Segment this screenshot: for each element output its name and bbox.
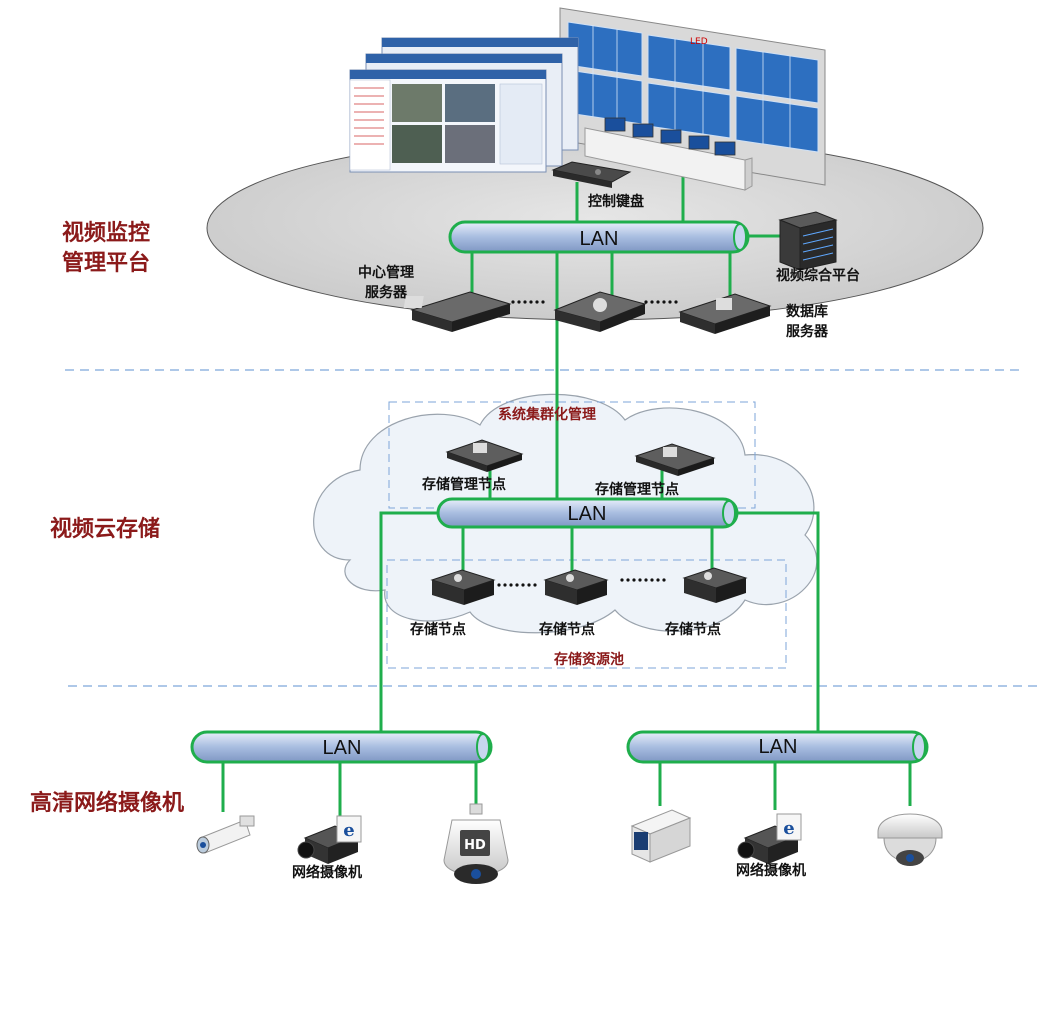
center-management-server	[403, 291, 512, 332]
database-server-label: 数据库 服务器	[786, 304, 828, 340]
lan-bus-management: LAN	[448, 220, 750, 254]
storage-node-3	[682, 567, 748, 603]
video-platform-label: 视频综合平台	[776, 268, 860, 284]
database-server	[678, 293, 772, 334]
hd-badge: HD	[464, 838, 486, 853]
layer-label-hd-cameras: 高清网络摄像机	[30, 790, 185, 816]
client-software-windows	[349, 37, 579, 173]
net-camera-label-right: 网络摄像机	[736, 863, 806, 879]
net-camera-label-left: 网络摄像机	[292, 865, 362, 881]
lan-bus-camera-right: LAN	[626, 730, 929, 764]
video-server	[553, 291, 647, 332]
network-box-camera-right: e	[737, 813, 802, 864]
bullet-camera	[196, 815, 255, 854]
network-box-camera-left: e	[297, 815, 362, 864]
control-keyboard	[551, 161, 632, 188]
control-keyboard-label: 控制键盘	[588, 194, 644, 210]
layer-label-management: 视频监控 管理平台	[62, 220, 151, 276]
storage-node-2	[543, 569, 609, 605]
storage-node-label-3: 存储节点	[665, 622, 721, 638]
lan-label: LAN	[323, 737, 362, 759]
storage-node-label-2: 存储节点	[539, 622, 595, 638]
lan-bus-cloud: LAN	[436, 497, 739, 529]
center-server-label: 中心管理 服务器	[358, 265, 414, 301]
svg-text:e: e	[783, 818, 794, 839]
storage-mgmt-node-label-1: 存储管理节点	[422, 477, 506, 493]
lan-label: LAN	[759, 736, 798, 758]
box-camera	[630, 809, 692, 863]
ellipsis-dots	[497, 300, 678, 587]
dome-camera	[877, 813, 943, 866]
storage-node-1	[430, 569, 496, 605]
lan-label: LAN	[568, 503, 607, 525]
svg-text:e: e	[343, 820, 354, 841]
lan-label: LAN	[580, 228, 619, 250]
lan-bus-camera-left: LAN	[190, 730, 493, 764]
storage-node-label-1: 存储节点	[410, 622, 466, 638]
operator-desk	[584, 117, 753, 191]
storage-mgmt-node-label-2: 存储管理节点	[595, 482, 679, 498]
layer-label-cloud-storage: 视频云存储	[50, 516, 161, 542]
storage-pool-title: 存储资源池	[554, 652, 624, 668]
storage-management-node-2	[634, 443, 716, 476]
video-integration-platform	[778, 211, 838, 271]
hd-speed-dome-camera: HD	[443, 803, 509, 884]
storage-pool-box	[386, 559, 787, 669]
storage-management-node-1	[445, 439, 524, 472]
cluster-management-title: 系统集群化管理	[498, 407, 596, 423]
network-links	[221, 176, 912, 818]
wall-sign: LED	[690, 37, 708, 47]
